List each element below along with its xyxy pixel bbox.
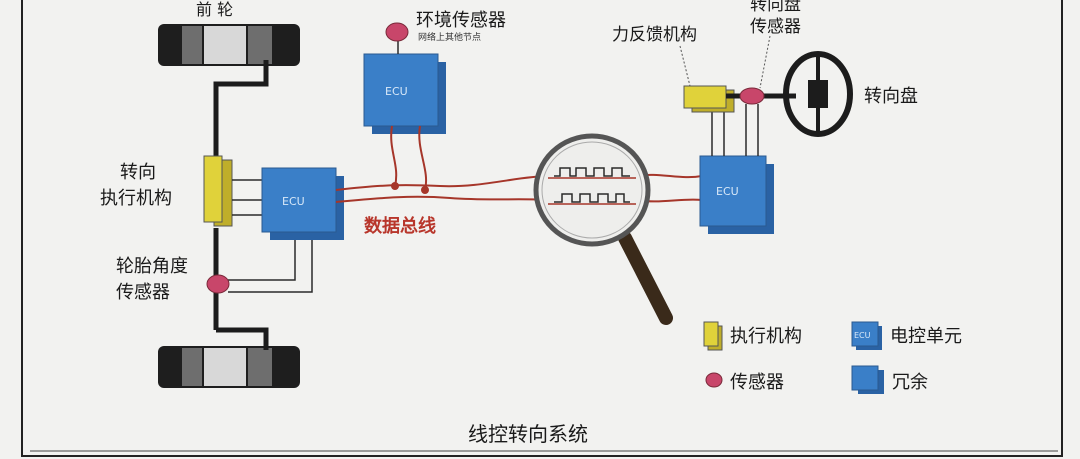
bus-node-1 bbox=[391, 182, 399, 190]
steering-wheel bbox=[783, 51, 853, 137]
legend-redundancy-swatch bbox=[851, 365, 879, 391]
legend-icons bbox=[703, 321, 884, 394]
force-feedback-unit bbox=[683, 85, 735, 113]
legend-ecu-label: 电控单元 bbox=[890, 326, 962, 347]
left-ecu bbox=[261, 167, 344, 240]
steering-wheel-sensor bbox=[739, 87, 765, 105]
diagram-border bbox=[21, 0, 1063, 457]
env-sensor-label: 环境传感器 bbox=[416, 10, 506, 31]
front-wheel bbox=[158, 24, 300, 66]
right-ecu bbox=[699, 155, 774, 234]
data-bus-wires bbox=[335, 125, 703, 203]
tire-sensor-wires bbox=[228, 236, 313, 293]
steering-wheel-label: 转向盘 bbox=[864, 86, 918, 107]
feedback-wires bbox=[711, 104, 759, 156]
legend-sensor-swatch bbox=[705, 372, 723, 388]
legend-sensor-label: 传感器 bbox=[730, 372, 784, 393]
legend-ecu-swatch bbox=[851, 321, 879, 347]
tire-sensor-label-line2: 传感器 bbox=[116, 282, 170, 303]
legend-redundancy-label: 冗余 bbox=[892, 372, 928, 393]
steering-actuator bbox=[203, 155, 233, 227]
steering-sensor-label-line1: 转向盘 bbox=[750, 0, 801, 15]
force-feedback-label: 力反馈机构 bbox=[612, 25, 697, 45]
right-ecu-label: ECU bbox=[716, 185, 739, 198]
steering-sensor-label-line2: 传感器 bbox=[750, 17, 801, 37]
top-ecu bbox=[363, 53, 446, 134]
magnifier bbox=[533, 133, 673, 325]
environment-sensor bbox=[385, 22, 409, 42]
left-ecu-label: ECU bbox=[282, 195, 305, 208]
rear-wheel bbox=[158, 346, 300, 388]
legend-ecu-mini-label: ECU bbox=[854, 331, 871, 340]
legend-actuator-label: 执行机构 bbox=[730, 326, 802, 347]
tire-sensor-label-line1: 轮胎角度 bbox=[116, 256, 188, 277]
actuator-ecu-wires bbox=[232, 179, 262, 216]
front-wheel-label: 前 轮 bbox=[196, 0, 234, 19]
actuator-label-line2: 执行机构 bbox=[100, 188, 172, 209]
tire-angle-sensor bbox=[206, 274, 230, 294]
top-ecu-label: ECU bbox=[385, 85, 408, 98]
bus-node-2 bbox=[421, 186, 429, 194]
actuator-label-line1: 转向 bbox=[120, 162, 156, 183]
legend-actuator-swatch bbox=[703, 321, 719, 347]
diagram-caption: 线控转向系统 bbox=[468, 422, 588, 446]
env-sensor-sublabel: 网络上其他节点 bbox=[418, 33, 482, 43]
data-bus-label: 数据总线 bbox=[364, 216, 436, 237]
callout-lines bbox=[679, 35, 771, 89]
